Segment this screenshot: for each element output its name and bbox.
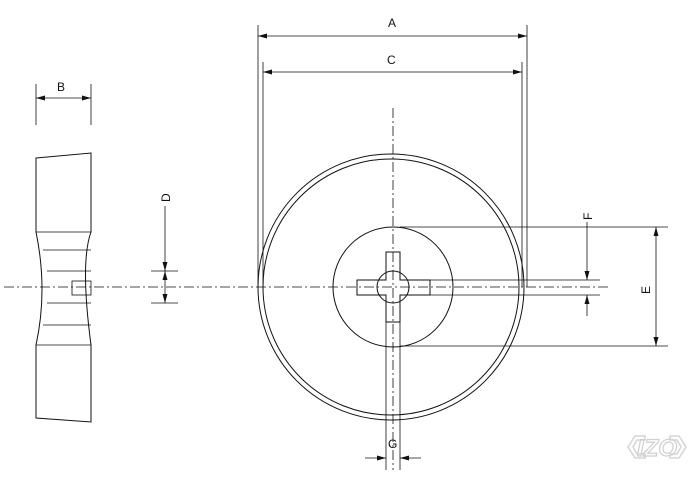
dimension-d-label: D [159, 193, 173, 202]
side-view-hub [71, 280, 92, 296]
dimension-g: G [365, 437, 421, 461]
side-view-outline [35, 152, 92, 423]
dimension-b: B [35, 80, 92, 125]
dimension-f: F [581, 213, 595, 316]
dimension-c-label: C [387, 53, 396, 67]
dimension-a: A [257, 16, 528, 287]
dimension-d: D [151, 193, 178, 304]
dimension-c: C [262, 53, 523, 287]
dimension-e: E [400, 226, 668, 347]
izo-logo: IZO [627, 434, 687, 463]
center-lines [4, 108, 608, 470]
front-view [257, 153, 600, 470]
dimension-f-label: F [581, 213, 595, 220]
dimension-e-label: E [639, 286, 653, 294]
dimension-a-label: A [388, 16, 396, 30]
izo-logo-text: IZO [637, 435, 677, 462]
dimension-b-label: B [57, 80, 65, 94]
side-view [35, 152, 92, 423]
dimension-g-label: G [388, 437, 397, 451]
